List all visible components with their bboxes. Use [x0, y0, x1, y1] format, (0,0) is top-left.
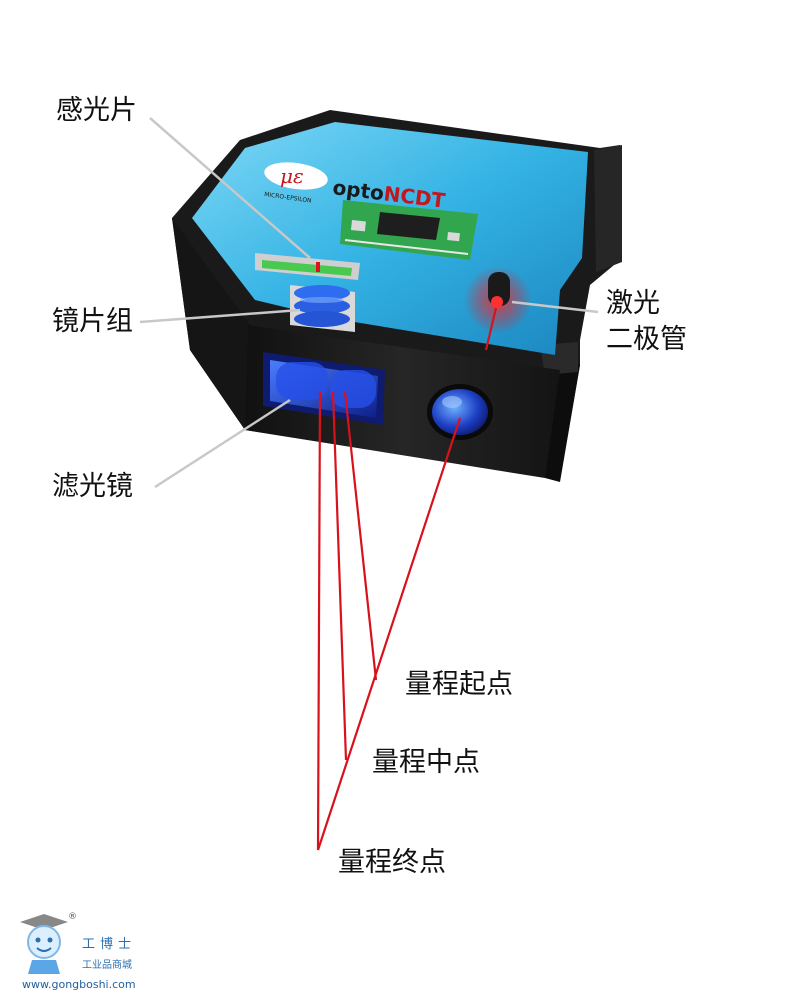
label-lens-group: 镜片组 — [52, 306, 133, 337]
beam-emitted — [484, 307, 498, 351]
filter-window — [263, 352, 385, 425]
label-laser-line2: 二极管 — [606, 324, 687, 355]
label-range-end: 量程终点 — [338, 847, 446, 878]
laser-diode — [464, 266, 532, 334]
watermark-mascot-icon — [20, 914, 68, 974]
watermark-name: 工博士 — [82, 937, 137, 952]
leader-lens — [139, 308, 301, 324]
leader-laser — [511, 300, 599, 314]
watermark-subtitle: 工业品商城 — [82, 960, 132, 971]
leader-lines — [139, 117, 599, 489]
laser-beams — [316, 307, 498, 851]
label-range-mid: 量程中点 — [372, 747, 480, 778]
label-range-start: 量程起点 — [405, 669, 513, 700]
sensor-strip — [255, 253, 360, 280]
circuit-board — [340, 200, 478, 260]
watermark-url: www.gongboshi.com — [22, 978, 136, 991]
label-laser-diode: 激光 二极管 — [606, 286, 687, 358]
label-laser-line1: 激光 — [606, 288, 660, 319]
emitter-lens — [427, 384, 493, 440]
leader-sensor — [149, 117, 311, 259]
leader-filter — [154, 398, 291, 489]
watermark-registered: ® — [68, 912, 77, 922]
beam-emitted-out — [316, 417, 462, 851]
lens-group — [290, 285, 355, 332]
beam-return-mid — [331, 391, 348, 761]
beam-return-start — [343, 391, 378, 681]
label-filter: 滤光镜 — [52, 471, 133, 502]
label-sensor: 感光片 — [56, 95, 137, 126]
beam-return-end — [316, 391, 322, 851]
brand-logo-mark: με — [280, 164, 304, 188]
